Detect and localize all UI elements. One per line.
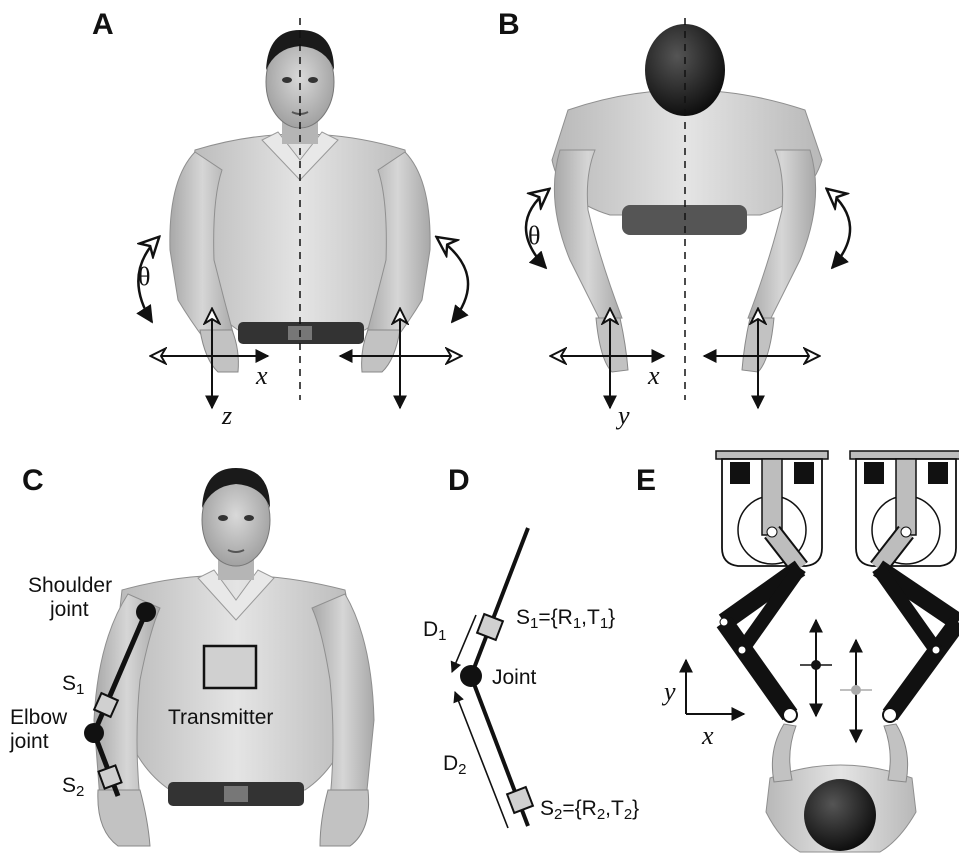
elbow-joint-marker (84, 723, 104, 743)
robot-right (850, 451, 959, 722)
transmitter-box (204, 646, 256, 688)
target-gray (840, 640, 872, 742)
x-axis-label-a: x (255, 361, 268, 390)
panel-a: A θ (92, 8, 468, 430)
d2-arrow (455, 692, 508, 828)
panel-d: D D1 D2 Joint S1={R1,T1} S2={R2,T2} (423, 464, 639, 828)
s2-label-c: S2 (62, 774, 84, 800)
shoulder-joint-label-2: joint (49, 598, 89, 621)
panel-b-label: B (498, 8, 520, 41)
shoulder-joint-marker (136, 602, 156, 622)
sensor-s1-d (477, 614, 503, 640)
panel-b: B θ x y (498, 8, 850, 430)
s2-equation: S2={R2,T2} (540, 797, 639, 823)
theta-label-a: θ (138, 262, 150, 291)
d1-label: D1 (423, 618, 447, 644)
rotation-arrow-right-b (828, 190, 850, 268)
s1-equation: S1={R1,T1} (516, 606, 615, 632)
x-axis-label-e: x (701, 721, 714, 750)
elbow-joint-label-2: joint (9, 730, 49, 753)
rotation-arrow-right-a (438, 238, 468, 322)
panel-e-label: E (636, 464, 656, 497)
panel-e: E (636, 451, 959, 852)
x-axis-label-b: x (647, 361, 660, 390)
joint-label-d: Joint (492, 666, 537, 689)
s1-label-c: S1 (62, 672, 84, 698)
panel-d-label: D (448, 464, 470, 497)
coordinate-frame-e (686, 660, 744, 714)
upper-segment-d (471, 528, 528, 676)
panel-c-label: C (22, 464, 44, 497)
panel-c: C Shoulder joint S1 El (9, 464, 374, 846)
d1-arrow (452, 615, 476, 672)
figure-b-person-top (552, 24, 822, 372)
robot-left (716, 451, 828, 722)
theta-label-b: θ (528, 221, 540, 250)
joint-marker-d (460, 665, 482, 687)
shoulder-joint-label-1: Shoulder (28, 574, 112, 597)
target-black (800, 620, 832, 716)
figure-e-person-top (766, 724, 916, 852)
d2-label: D2 (443, 752, 467, 778)
panel-a-label: A (92, 8, 114, 41)
elbow-joint-label-1: Elbow (10, 706, 68, 729)
sensor-s2-d (507, 787, 533, 813)
y-axis-label-e: y (661, 677, 676, 706)
transmitter-label: Transmitter (168, 706, 273, 729)
z-axis-label-a: z (221, 401, 232, 430)
y-axis-label-b: y (615, 401, 630, 430)
